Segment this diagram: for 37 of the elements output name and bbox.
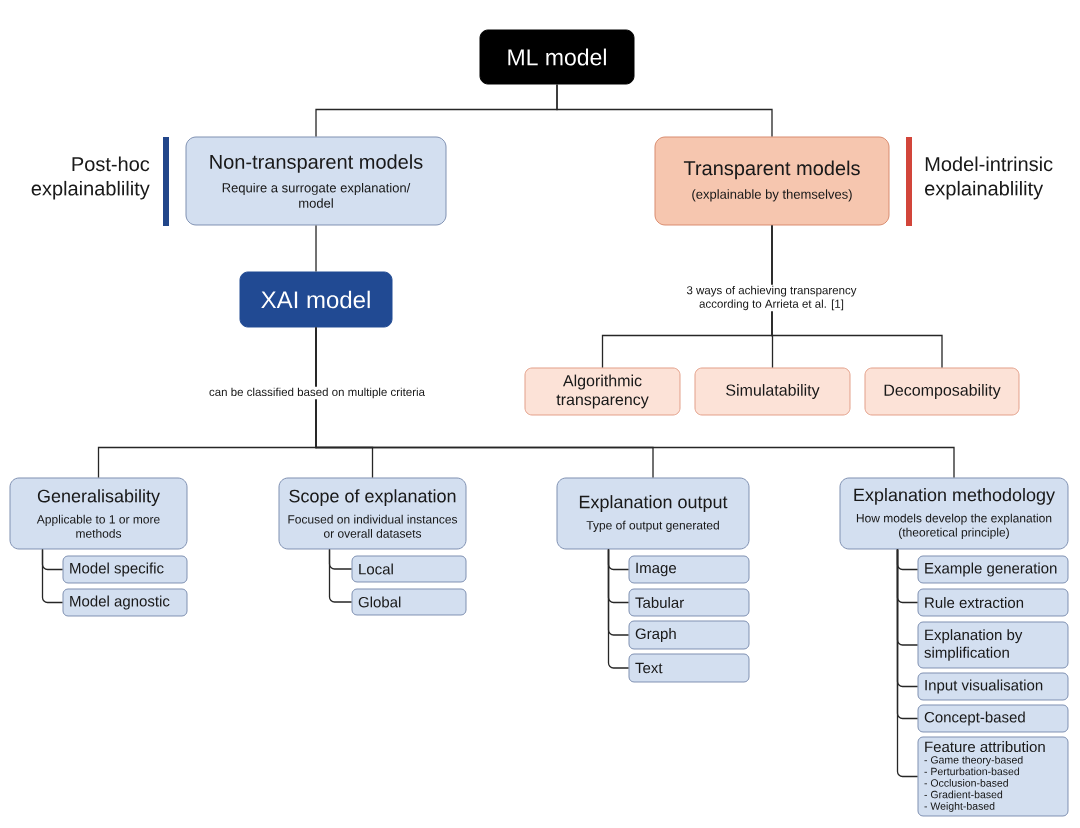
- transparency-box: Simulatability: [694, 367, 851, 416]
- option-box: Image: [628, 555, 750, 584]
- connector-line: [896, 548, 919, 778]
- option-box: Tabular: [628, 588, 750, 617]
- criterion-box: Scope of explanation Focused on individual instances or overall datasets: [278, 477, 467, 550]
- edge-label: 3 ways of achieving transparency according to Arrieta et al. [1]: [685, 284, 858, 312]
- option-box: Rule extraction: [917, 588, 1069, 617]
- option-box: Global: [351, 588, 467, 616]
- edge-label: can be classified based on multiple criteria: [208, 386, 427, 400]
- option-box: Graph: [628, 620, 750, 650]
- criterion-box: Explanation methodology How models develop the explanation (theoretical principle): [839, 477, 1069, 550]
- option-box: Explanation by simplification: [917, 621, 1069, 669]
- connector-line: [315, 326, 955, 479]
- connector-line: [328, 548, 353, 603]
- criterion-box: Generalisability Applicable to 1 or more methods: [9, 477, 188, 550]
- option-box: Local: [351, 555, 467, 583]
- model-type-box: Non-transparent models Require a surrogate explanation/ model: [185, 136, 447, 226]
- option-box: Model agnostic: [62, 588, 188, 617]
- connector-line: [771, 224, 943, 369]
- transparency-box: Decomposability: [864, 367, 1020, 416]
- criterion-box: Explanation output Type of output generated: [556, 477, 750, 550]
- option-box: Model specific: [62, 555, 188, 584]
- option-box: Text: [628, 653, 750, 683]
- connector-line: [315, 224, 317, 273]
- model-box: XAI model: [239, 271, 393, 328]
- connector-line: [41, 548, 64, 604]
- option-box: Input visualisation: [917, 672, 1069, 701]
- transparency-box: Algorithmic transparency: [524, 367, 681, 416]
- option-box: Concept-based: [917, 704, 1069, 733]
- option-box: Example generation: [917, 555, 1069, 584]
- connector-line: [556, 83, 773, 138]
- option-box: Feature attribution - Game theory-based - Perturbation-based - Occlusion-based - Gradient-based - Weight-based: [917, 736, 1069, 817]
- connector-line: [607, 548, 630, 669]
- side-label: Post-hoc explainablility: [31, 156, 150, 200]
- side-label: Model-intrinsic explainablility: [925, 156, 1053, 200]
- model-type-box: Transparent models (explainable by themselves): [654, 136, 890, 226]
- root-box: ML model: [479, 29, 635, 85]
